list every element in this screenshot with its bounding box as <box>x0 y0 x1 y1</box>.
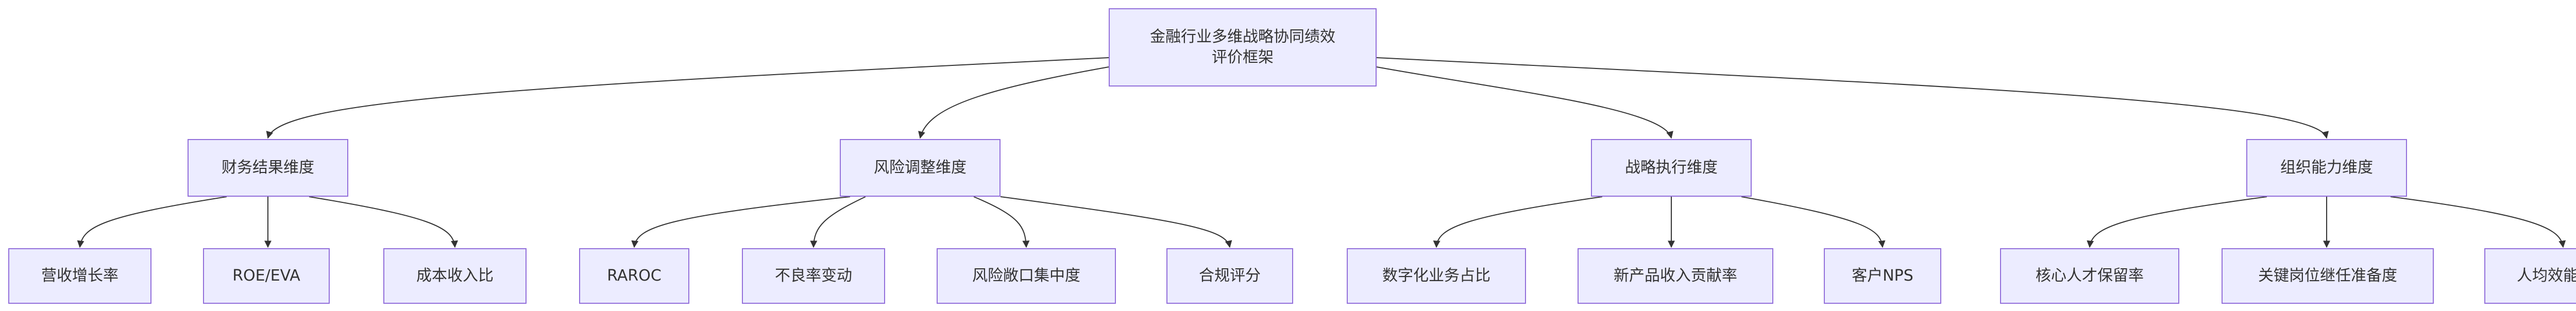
edge-org-efficiency <box>2390 196 2566 248</box>
node-digital-share: 数字化业务占比 <box>1347 248 1526 304</box>
node-revenue-growth: 营收增长率 <box>8 248 151 304</box>
node-risk: 风险调整维度 <box>840 139 1001 197</box>
node-nps: 客户NPS <box>1824 248 1941 304</box>
edge-root-risk <box>918 66 1109 139</box>
edge-risk-raroc <box>631 196 851 248</box>
node-succession: 关键岗位继任准备度 <box>2222 248 2434 304</box>
edge-risk-npl <box>810 196 866 248</box>
edge-strategy-digital <box>1433 196 1603 248</box>
node-new-product: 新产品收入贡献率 <box>1578 248 1773 304</box>
node-efficiency: 人均效能趋势 <box>2484 248 2576 304</box>
node-root: 金融行业多维战略协同绩效 评价框架 <box>1109 8 1377 87</box>
node-talent-retention: 核心人才保留率 <box>2000 248 2179 304</box>
node-roe-eva: ROE/EVA <box>203 248 330 304</box>
edge-financial-revenue <box>77 196 227 248</box>
node-cost-income: 成本收入比 <box>383 248 527 304</box>
node-compliance: 合规评分 <box>1166 248 1293 304</box>
edge-risk-concentration <box>973 196 1030 248</box>
edge-org-talent <box>2087 196 2267 248</box>
edge-strategy-nps <box>1741 196 1886 248</box>
node-raroc: RAROC <box>579 248 689 304</box>
node-risk-concentration: 风险敞口集中度 <box>937 248 1116 304</box>
node-npl-change: 不良率变动 <box>742 248 885 304</box>
edge-root-org <box>1376 57 2329 139</box>
edge-root-strategy <box>1376 66 1673 139</box>
edge-root-financial <box>266 57 1109 139</box>
edge-risk-compliance <box>1000 196 1232 248</box>
node-financial: 财务结果维度 <box>188 139 348 197</box>
node-strategy: 战略执行维度 <box>1591 139 1752 197</box>
edge-financial-cost <box>309 196 459 248</box>
node-org: 组织能力维度 <box>2246 139 2407 197</box>
